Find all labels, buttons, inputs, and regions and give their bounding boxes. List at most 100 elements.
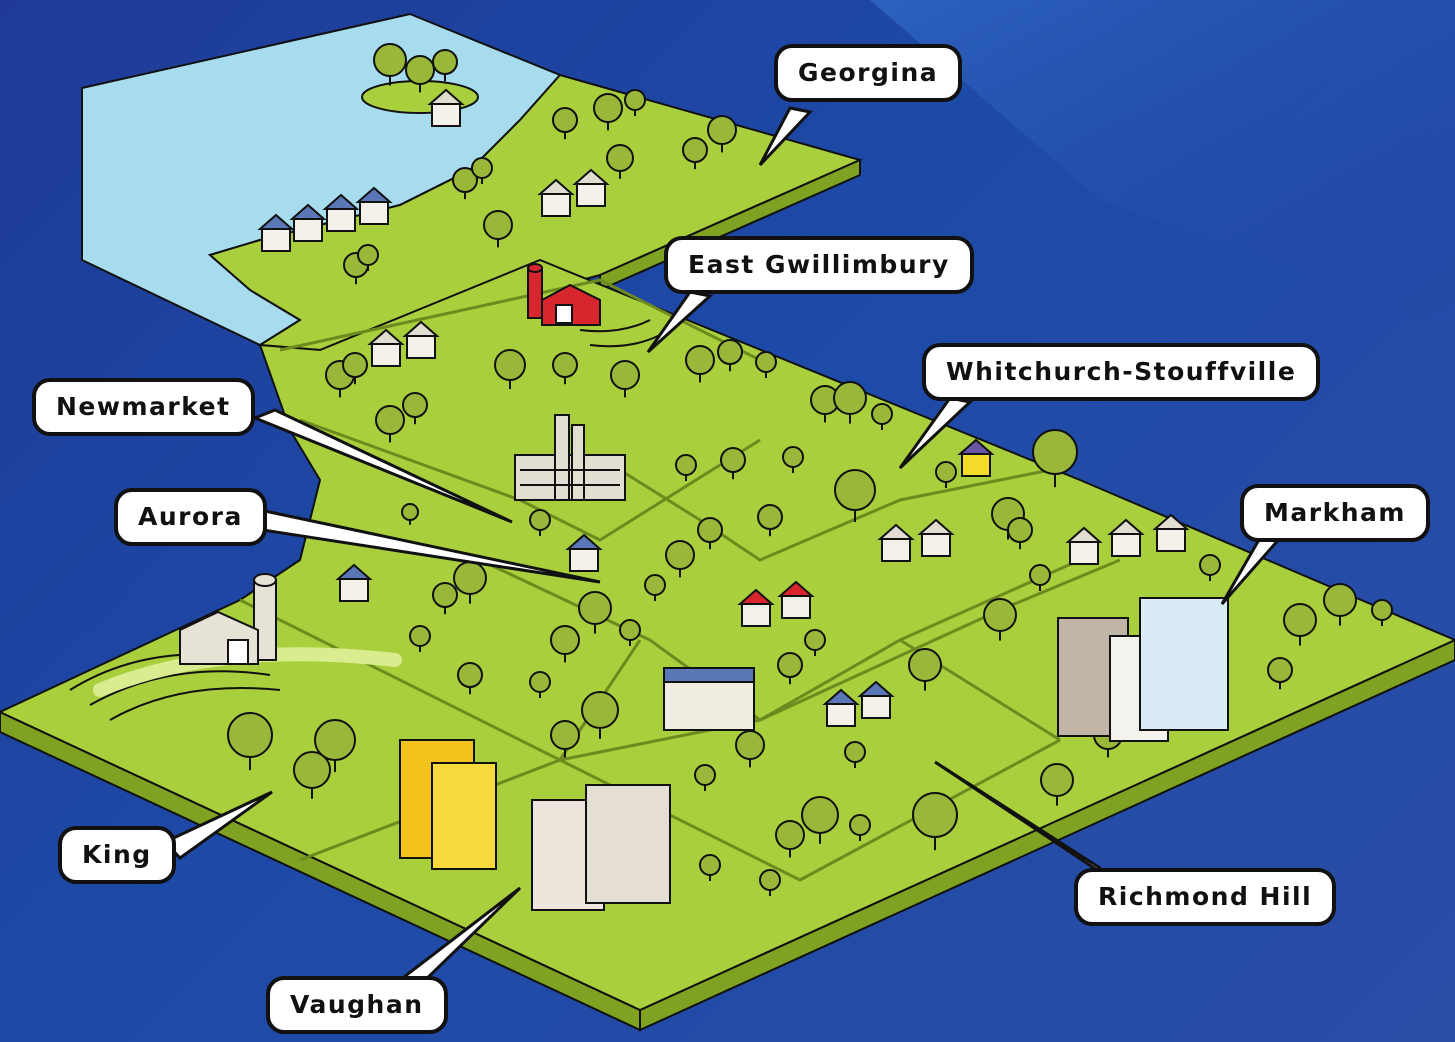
callout-vaughan[interactable]: Vaughan xyxy=(266,976,448,1034)
tree-icon xyxy=(578,591,612,634)
tree-icon xyxy=(844,741,866,768)
factory-icon xyxy=(514,414,626,501)
tree-icon xyxy=(697,517,723,550)
tree-icon xyxy=(471,157,493,184)
tree-icon xyxy=(606,144,634,179)
tree-icon xyxy=(550,625,580,663)
office-tower-icon xyxy=(431,762,497,870)
tree-icon xyxy=(912,792,958,851)
tree-icon xyxy=(494,349,526,389)
house-icon xyxy=(777,580,815,619)
house-icon xyxy=(367,328,405,367)
callout-east-gwillimbury[interactable]: East Gwillimbury xyxy=(664,236,974,294)
tree-icon xyxy=(619,619,641,646)
house-icon xyxy=(822,688,860,727)
central-building xyxy=(663,667,755,731)
tree-icon xyxy=(720,447,746,480)
callout-markham[interactable]: Markham xyxy=(1240,484,1430,542)
tree-icon xyxy=(452,167,478,200)
tree-icon xyxy=(801,796,839,844)
tree-icon xyxy=(908,648,942,691)
office-tower-icon xyxy=(1139,597,1229,731)
callout-whitchurch-stouffville[interactable]: Whitchurch-Stouffville xyxy=(922,343,1321,401)
tree-icon xyxy=(717,339,743,372)
house-icon xyxy=(917,518,955,557)
tree-icon xyxy=(644,574,666,601)
house-icon xyxy=(857,680,895,719)
house-icon xyxy=(1065,526,1103,565)
tree-icon xyxy=(375,405,405,443)
tree-icon xyxy=(552,107,578,140)
tree-icon xyxy=(357,244,379,271)
callout-aurora[interactable]: Aurora xyxy=(114,488,267,546)
tree-icon xyxy=(759,869,781,896)
tree-icon xyxy=(665,540,695,578)
callout-king[interactable]: King xyxy=(58,826,176,884)
background-highlight xyxy=(870,0,1455,330)
tree-icon xyxy=(694,764,716,791)
trees xyxy=(227,43,1393,896)
tree-icon xyxy=(1283,603,1317,646)
tree-icon xyxy=(707,115,737,153)
tree-icon xyxy=(432,49,458,82)
tree-icon xyxy=(1323,583,1357,626)
house-icon xyxy=(1107,518,1145,557)
tree-icon xyxy=(550,720,580,758)
house-icon xyxy=(402,320,440,359)
tree-icon xyxy=(624,89,646,116)
tree-icon xyxy=(757,504,783,537)
house-icon xyxy=(289,203,327,242)
callout-georgina[interactable]: Georgina xyxy=(774,44,963,102)
farm-field-lines xyxy=(69,319,661,721)
tree-icon xyxy=(314,719,356,772)
house-icon xyxy=(572,168,610,207)
tree-icon xyxy=(1199,554,1221,581)
house-icon xyxy=(1152,513,1190,552)
tree-icon xyxy=(227,712,273,771)
house-icon xyxy=(957,438,995,477)
tree-icon xyxy=(610,360,640,398)
house-icon xyxy=(322,193,360,232)
tree-icon xyxy=(457,662,483,695)
vaughan-towers xyxy=(399,739,671,911)
markham-towers xyxy=(1057,597,1229,742)
tree-icon xyxy=(1032,429,1078,488)
tree-icon xyxy=(1029,564,1051,591)
houses xyxy=(257,88,1190,727)
tree-icon xyxy=(529,509,551,536)
tree-icon xyxy=(833,381,867,424)
callout-newmarket[interactable]: Newmarket xyxy=(32,378,255,436)
tree-icon xyxy=(432,582,458,615)
tree-icon xyxy=(983,598,1017,641)
tree-icon xyxy=(682,137,708,170)
tree-icon xyxy=(402,392,428,425)
tree-icon xyxy=(552,352,578,385)
house-icon xyxy=(537,178,575,217)
tree-icon xyxy=(804,629,826,656)
office-tower-icon xyxy=(585,784,671,904)
tree-icon xyxy=(782,446,804,473)
tree-icon xyxy=(293,751,331,799)
tree-icon xyxy=(581,691,619,739)
house-icon xyxy=(565,533,603,572)
tree-icon xyxy=(453,561,487,604)
tree-icon xyxy=(755,351,777,378)
tree-icon xyxy=(935,461,957,488)
callout-richmond-hill[interactable]: Richmond Hill xyxy=(1074,868,1337,926)
tree-icon xyxy=(849,814,871,841)
house-icon xyxy=(335,563,373,602)
farm-king-barn xyxy=(179,573,277,665)
tree-icon xyxy=(1371,599,1393,626)
tree-icon xyxy=(871,403,893,430)
tree-icon xyxy=(342,352,368,385)
tree-icon xyxy=(1040,763,1074,806)
house-icon xyxy=(257,213,295,252)
callout-pointers xyxy=(162,106,1284,992)
house-icon xyxy=(877,523,915,562)
tree-icon xyxy=(529,671,551,698)
house-icon xyxy=(355,186,393,225)
tree-icon xyxy=(775,820,805,858)
house-icon xyxy=(427,88,465,127)
house-icon xyxy=(737,588,775,627)
tree-icon xyxy=(405,55,435,93)
